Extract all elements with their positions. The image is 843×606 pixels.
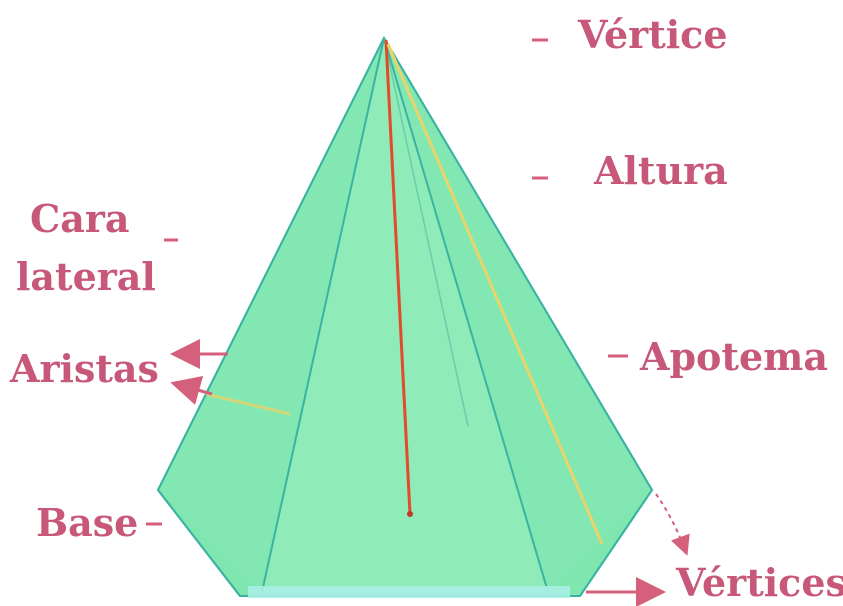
edge-left [157,37,385,491]
edge-back [383,37,469,427]
base-edge-left [157,489,241,597]
edge-front-left [261,37,385,593]
lateral-face-right [384,38,652,592]
vertices-arrow-dotted [655,493,690,556]
label-lateral-face-line2: lateral [16,254,156,299]
label-apothem: Apotema [640,334,828,379]
label-base: Base [36,500,139,545]
height-line [384,39,412,515]
edge-highlight [205,392,291,416]
lateral-face-left [158,38,384,592]
label-edges: Aristas [10,346,159,391]
base-center-point [407,511,413,517]
lateral-face-front [262,38,548,592]
label-vertices: Vértices [676,560,843,605]
edge-front-right [383,37,549,593]
edge-right [383,37,653,491]
label-lateral-face: Cara lateral [16,190,156,306]
base-edge-right [579,489,653,597]
edges-arrow-lower [170,375,213,405]
label-lateral-face-line1: Cara [30,196,130,241]
label-height: Altura [594,148,728,193]
apothem-line [386,43,604,545]
label-vertex: Vértice [578,12,728,57]
base-strip [248,586,570,598]
